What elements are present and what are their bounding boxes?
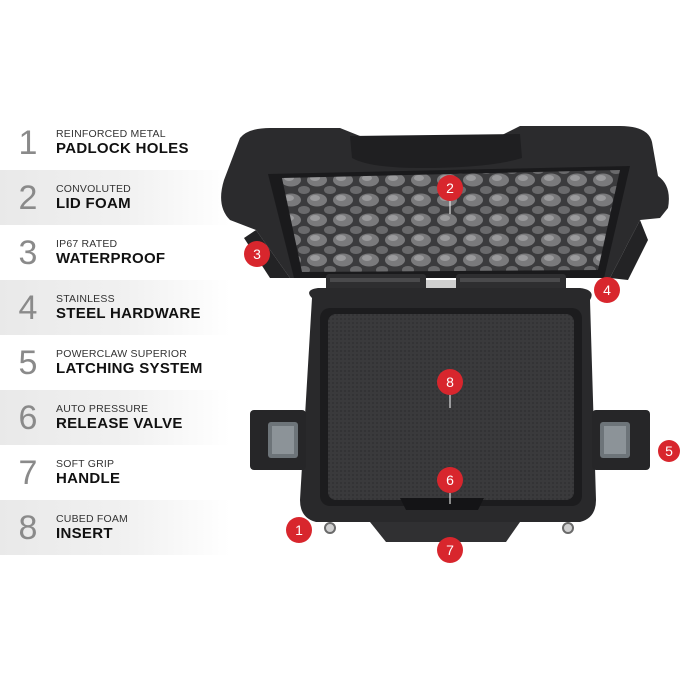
- feature-item-latching-system: 5 POWERCLAW SUPERIOR LATCHING SYSTEM: [0, 335, 230, 390]
- feature-title: STEEL HARDWARE: [56, 304, 201, 322]
- pressure-valve: [400, 498, 484, 510]
- feature-item-handle: 7 SOFT GRIP HANDLE: [0, 445, 230, 500]
- feature-subtitle: IP67 RATED: [56, 237, 118, 250]
- feature-title: PADLOCK HOLES: [56, 139, 189, 157]
- feature-subtitle: CUBED FOAM: [56, 512, 129, 525]
- case-lid: [221, 126, 669, 280]
- case-illustration: 1 2 3 4 5 6 7 8: [221, 126, 680, 563]
- marker-6: 6: [437, 467, 463, 493]
- feature-subtitle: STAINLESS: [56, 292, 115, 305]
- marker-7: 7: [437, 537, 463, 563]
- feature-subtitle: AUTO PRESSURE: [56, 402, 149, 415]
- lid-foam: [282, 170, 620, 272]
- feature-item-lid-foam: 2 CONVOLUTED LID FOAM: [0, 170, 230, 225]
- feature-subtitle: CONVOLUTED: [56, 182, 131, 195]
- marker-label: 3: [253, 246, 261, 262]
- latch-left: [250, 410, 306, 470]
- feature-number: 1: [18, 123, 38, 162]
- marker-label: 4: [603, 282, 611, 298]
- feature-title: RELEASE VALVE: [56, 414, 183, 432]
- marker-5: 5: [658, 440, 680, 462]
- feature-list: 1 REINFORCED METAL PADLOCK HOLES 2 CONVO…: [0, 115, 230, 555]
- feature-item-padlock-holes: 1 REINFORCED METAL PADLOCK HOLES: [0, 115, 230, 170]
- feature-number: 7: [18, 453, 38, 492]
- latch-right: [592, 410, 650, 470]
- marker-label: 1: [295, 522, 303, 538]
- marker-label: 6: [446, 472, 454, 488]
- feature-title: HANDLE: [56, 469, 121, 487]
- feature-subtitle: REINFORCED METAL: [56, 127, 166, 140]
- feature-title: WATERPROOF: [56, 249, 166, 267]
- marker-4: 4: [594, 277, 620, 303]
- feature-number: 4: [18, 288, 38, 327]
- case-base: [300, 288, 596, 542]
- feature-title: INSERT: [56, 524, 113, 542]
- padlock-hole: [324, 522, 336, 534]
- feature-number: 5: [18, 343, 38, 382]
- marker-3: 3: [244, 241, 270, 267]
- feature-item-waterproof: 3 IP67 RATED WATERPROOF: [0, 225, 230, 280]
- marker-label: 2: [446, 180, 454, 196]
- feature-item-foam-insert: 8 CUBED FOAM INSERT: [0, 500, 230, 555]
- feature-title: LID FOAM: [56, 194, 131, 212]
- marker-8: 8: [437, 369, 463, 395]
- hinge-hardware: [326, 274, 566, 292]
- feature-item-release-valve: 6 AUTO PRESSURE RELEASE VALVE: [0, 390, 230, 445]
- marker-label: 5: [665, 443, 673, 459]
- feature-title: LATCHING SYSTEM: [56, 359, 203, 377]
- marker-2: 2: [437, 175, 463, 201]
- handle: [370, 522, 520, 542]
- marker-label: 7: [446, 542, 454, 558]
- feature-subtitle: SOFT GRIP: [56, 457, 115, 470]
- feature-number: 3: [18, 233, 38, 272]
- marker-label: 8: [446, 374, 454, 390]
- marker-1: 1: [286, 517, 312, 543]
- cubed-foam-insert: [328, 314, 574, 500]
- feature-number: 6: [18, 398, 38, 437]
- feature-number: 2: [18, 178, 38, 217]
- feature-subtitle: POWERCLAW SUPERIOR: [56, 347, 187, 360]
- padlock-hole: [562, 522, 574, 534]
- feature-number: 8: [18, 508, 38, 547]
- feature-item-steel-hardware: 4 STAINLESS STEEL HARDWARE: [0, 280, 230, 335]
